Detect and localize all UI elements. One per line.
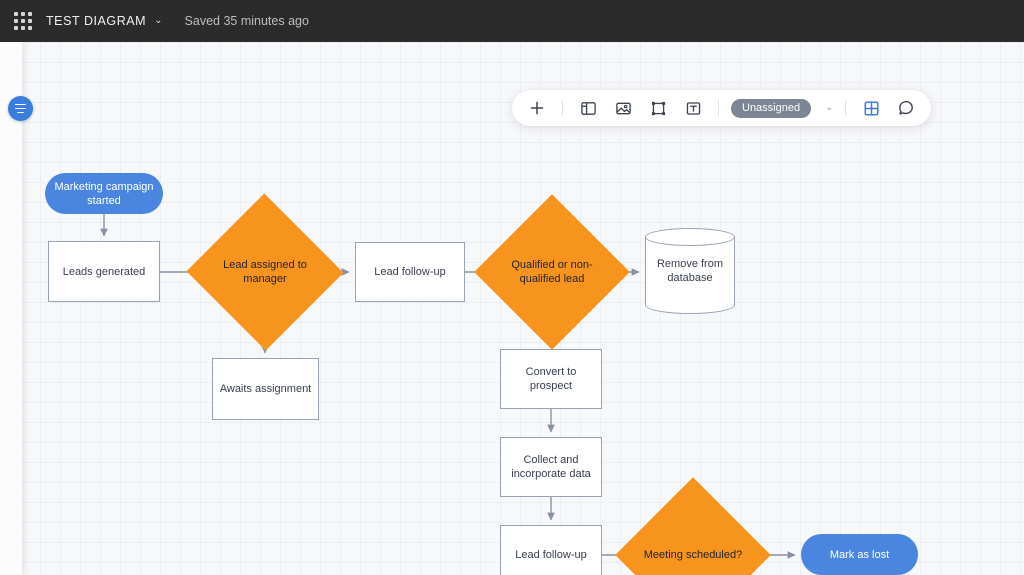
- assignee-chip[interactable]: Unassigned: [731, 98, 812, 118]
- comment-bubble-icon[interactable]: [893, 95, 919, 121]
- node-label: Awaits assignment: [219, 383, 312, 395]
- app-header: TEST DIAGRAM ⌄ Saved 35 minutes ago: [0, 0, 1024, 42]
- node-lead-follow-up-bottom[interactable]: Lead follow-up: [500, 525, 602, 575]
- image-glyph: [615, 102, 631, 114]
- node-meeting-scheduled[interactable]: Meeting scheduled?: [615, 477, 771, 575]
- node-marketing-campaign-started[interactable]: Marketing campaign started: [45, 173, 163, 214]
- comment-glyph: [899, 101, 914, 115]
- node-leads-generated[interactable]: Leads generated: [48, 241, 160, 302]
- node-qualified-or-non-qualified-lead[interactable]: Qualified or non-qualified lead: [474, 194, 630, 350]
- diagram-canvas[interactable]: Marketing campaign started Leads generat…: [0, 42, 1024, 575]
- node-label: Lead assigned to manager: [223, 259, 307, 285]
- left-panel-rail: [0, 42, 22, 575]
- toolbar-separator: [718, 100, 719, 116]
- node-mark-as-lost[interactable]: Mark as lost: [801, 534, 918, 575]
- node-label: Collect and incorporate data: [511, 454, 591, 480]
- chevron-down-icon[interactable]: ⌄: [825, 102, 834, 113]
- menu-fab-icon[interactable]: [8, 96, 33, 121]
- node-label: Lead follow-up: [374, 266, 446, 278]
- toolbar-separator: [845, 100, 847, 116]
- node-collect-and-incorporate-data[interactable]: Collect and incorporate data: [500, 437, 602, 497]
- node-convert-to-prospect[interactable]: Convert to prospect: [500, 349, 602, 409]
- node-label: Mark as lost: [829, 548, 890, 561]
- node-label: Marketing campaign started: [54, 180, 154, 207]
- template-glyph: [580, 101, 596, 115]
- cylinder-body: [645, 237, 735, 305]
- node-label: Convert to prospect: [525, 366, 577, 392]
- grid-icon[interactable]: [858, 95, 884, 121]
- template-icon[interactable]: [575, 95, 601, 121]
- chevron-down-icon[interactable]: ⌄: [154, 15, 163, 26]
- node-label: Remove from database: [656, 258, 724, 284]
- node-label: Qualified or non-qualified lead: [511, 259, 593, 285]
- save-status-label: Saved 35 minutes ago: [184, 14, 309, 28]
- shape-icon[interactable]: [645, 95, 671, 121]
- plus-icon: [530, 101, 544, 115]
- image-icon[interactable]: [610, 95, 636, 121]
- document-title[interactable]: TEST DIAGRAM: [46, 14, 147, 28]
- toolbar-separator: [562, 100, 563, 116]
- cylinder-top: [645, 228, 735, 246]
- text-glyph: [686, 101, 700, 115]
- apps-grid-icon[interactable]: [14, 12, 32, 30]
- floating-toolbar: Unassigned ⌄: [512, 90, 932, 126]
- shape-glyph: [651, 101, 665, 115]
- grid-glyph: [864, 101, 879, 115]
- node-awaits-assignment[interactable]: Awaits assignment: [212, 358, 319, 420]
- node-remove-from-database[interactable]: Remove from database: [645, 228, 735, 314]
- node-label: Lead follow-up: [515, 549, 587, 561]
- node-label: Leads generated: [62, 265, 146, 278]
- text-icon[interactable]: [680, 95, 706, 121]
- node-lead-follow-up-top[interactable]: Lead follow-up: [355, 242, 465, 302]
- add-button[interactable]: [524, 95, 550, 121]
- node-lead-assigned-to-manager[interactable]: Lead assigned to manager: [186, 193, 344, 351]
- node-label: Meeting scheduled?: [643, 549, 743, 561]
